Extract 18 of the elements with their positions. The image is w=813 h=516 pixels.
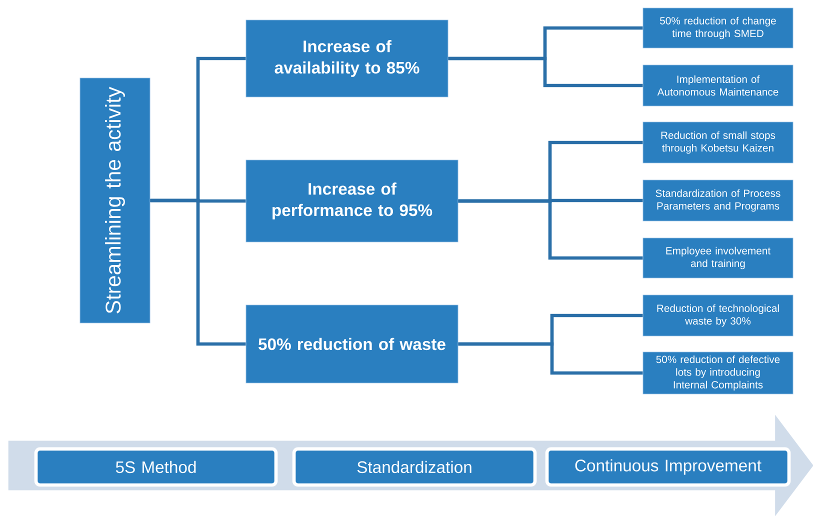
connector-line [458,342,643,375]
action-box: Reduction of small stops through Kobetsu Kaizen [642,122,794,164]
title-box: Streamlining the activity [80,78,150,324]
action-box: Implementation of Autonomous Maintenance [642,64,794,106]
action-box: Standardization of Process Parameters and Programs [642,180,794,222]
stage-box: Standardization [292,447,537,487]
action-box: 50% reduction of defective lots by introducing Internal Complaints [642,352,794,394]
connector-line [448,56,643,88]
action-box: Reduction of technological waste by 30% [642,294,794,336]
action-box: Employee involvement and training [642,238,794,278]
stage-box: Continuous Improvement [545,447,791,487]
goal-box: 50% reduction of waste [246,304,458,384]
stage-box: 5S Method [34,447,278,487]
connector-line [458,199,643,260]
goal-box: Increase of availability to 85% [246,20,448,98]
connector-line [150,198,246,346]
goal-box: Increase of performance to 95% [246,160,458,242]
action-box: 50% reduction of change time through SMED [642,8,794,48]
